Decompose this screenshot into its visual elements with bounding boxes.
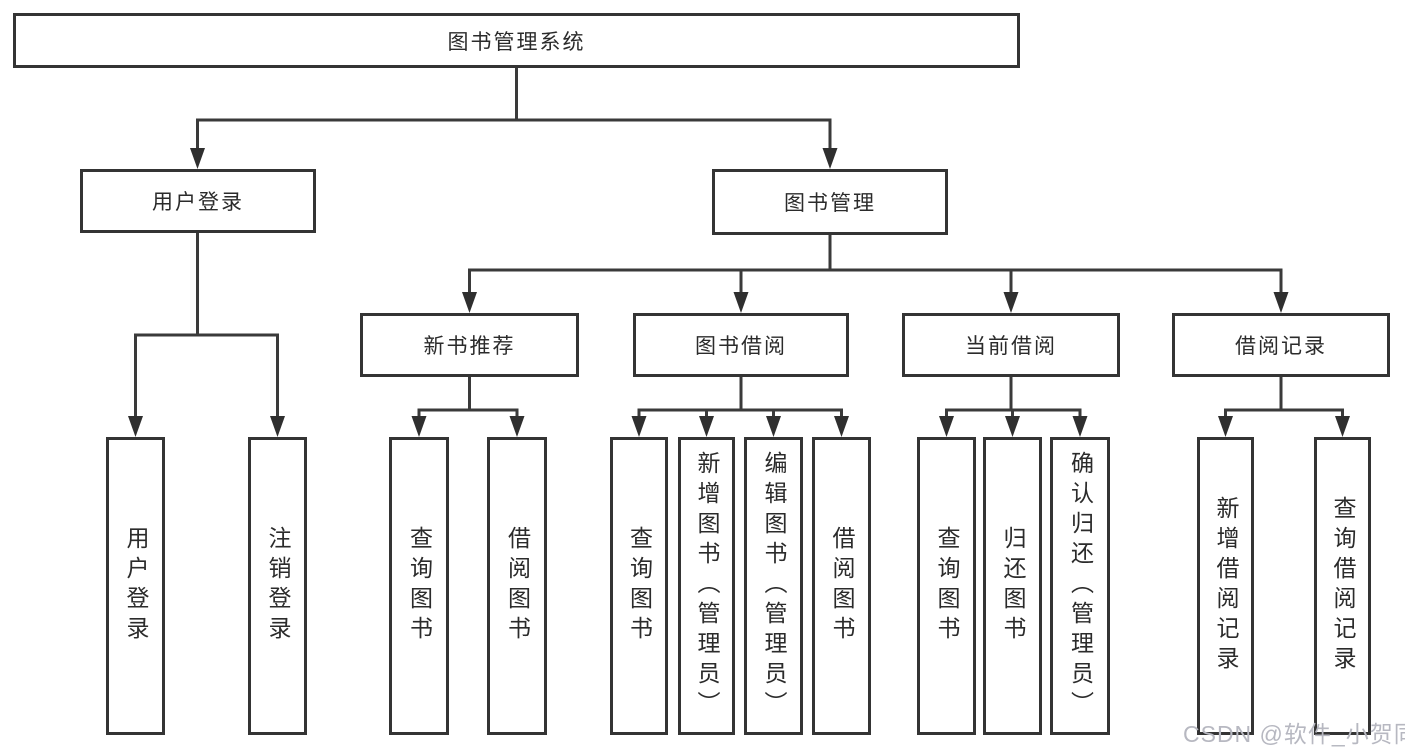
node-leaf-confirm-return-admin: 确认归还（管理员） xyxy=(1050,437,1110,735)
arrow-down-icon xyxy=(1273,292,1289,313)
leaf-label: 借阅图书 xyxy=(504,526,531,646)
leaf-label: 注销登录 xyxy=(265,526,291,646)
node-borrowing-records: 借阅记录 xyxy=(1172,313,1390,377)
leaf-label: 查询图书 xyxy=(626,526,653,646)
leaf-label: 查询图书 xyxy=(934,526,960,646)
node-book-borrowing: 图书借阅 xyxy=(633,313,849,377)
arrow-down-icon xyxy=(766,416,781,437)
leaf-label: 确认归还（管理员） xyxy=(1067,451,1094,721)
arrow-down-icon xyxy=(411,416,427,437)
node-new-book-recommend: 新书推荐 xyxy=(360,313,579,377)
node-leaf-borrow-books-1: 借阅图书 xyxy=(487,437,547,735)
node-root-library-system: 图书管理系统 xyxy=(13,13,1020,68)
node-leaf-query-books-3: 查询图书 xyxy=(917,437,976,735)
node-leaf-add-borrow-record: 新增借阅记录 xyxy=(1197,437,1254,735)
arrow-down-icon xyxy=(699,416,714,437)
arrow-down-icon xyxy=(834,416,849,437)
arrow-down-icon xyxy=(733,292,749,313)
node-leaf-add-book-admin: 新增图书（管理员） xyxy=(678,437,735,735)
node-leaf-user-login: 用户登录 xyxy=(106,437,165,735)
node-leaf-query-borrow-record: 查询借阅记录 xyxy=(1314,437,1371,735)
leaf-label: 查询图书 xyxy=(406,526,433,646)
leaf-label: 查询借阅记录 xyxy=(1330,496,1356,676)
arrow-down-icon xyxy=(128,416,143,437)
arrow-down-icon xyxy=(939,416,954,437)
leaf-label: 新增借阅记录 xyxy=(1213,496,1239,676)
watermark: CSDN @软件_小贺同学 xyxy=(1183,721,1405,747)
leaf-label: 编辑图书（管理员） xyxy=(761,451,787,721)
arrow-down-icon xyxy=(1003,292,1019,313)
leaf-label: 用户登录 xyxy=(123,526,149,646)
arrow-down-icon xyxy=(270,416,285,437)
arrow-down-icon xyxy=(1335,416,1350,437)
arrow-down-icon xyxy=(190,148,205,169)
node-leaf-query-books-2: 查询图书 xyxy=(610,437,668,735)
arrow-down-icon xyxy=(1218,416,1233,437)
arrow-down-icon xyxy=(462,292,477,313)
leaf-label: 新增图书（管理员） xyxy=(694,451,720,721)
node-user-login: 用户登录 xyxy=(80,169,316,233)
arrow-down-icon xyxy=(509,416,525,437)
node-book-management: 图书管理 xyxy=(712,169,948,235)
node-current-borrowing: 当前借阅 xyxy=(902,313,1120,377)
arrow-down-icon xyxy=(1005,416,1020,437)
leaf-label: 归还图书 xyxy=(1000,526,1026,646)
arrow-down-icon xyxy=(822,148,838,169)
node-leaf-borrow-books-2: 借阅图书 xyxy=(812,437,871,735)
node-leaf-edit-book-admin: 编辑图书（管理员） xyxy=(744,437,803,735)
leaf-label: 借阅图书 xyxy=(829,526,855,646)
arrow-down-icon xyxy=(1072,416,1088,437)
arrow-down-icon xyxy=(631,416,647,437)
node-leaf-query-books-1: 查询图书 xyxy=(389,437,449,735)
node-leaf-logout: 注销登录 xyxy=(248,437,307,735)
node-leaf-return-book: 归还图书 xyxy=(983,437,1042,735)
